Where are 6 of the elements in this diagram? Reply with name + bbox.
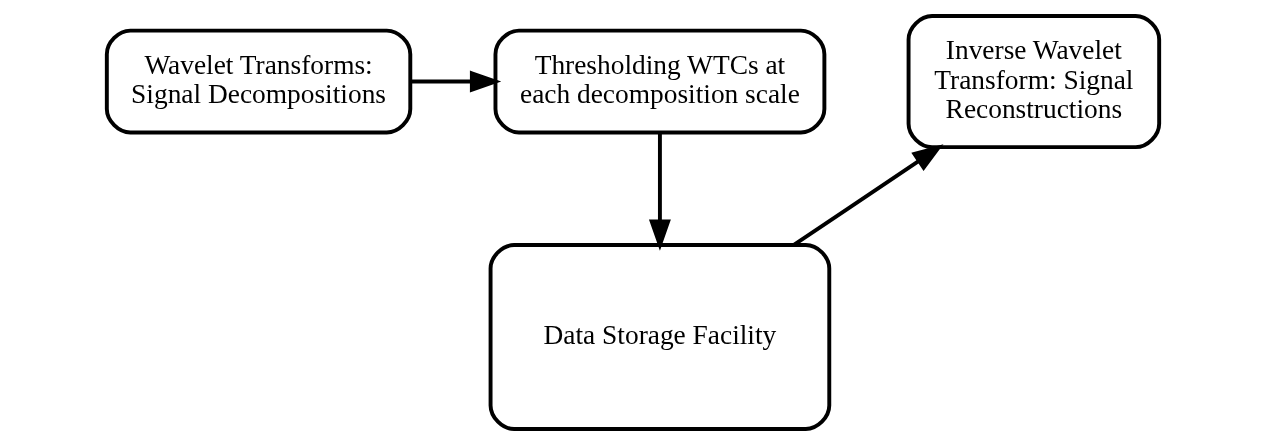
node-box: Thresholding WTCs at each decomposition scale — [493, 28, 826, 135]
node-box: Data Storage Facility — [488, 243, 831, 431]
node-box: Inverse Wavelet Transform: Signal Reconstructions — [906, 14, 1161, 150]
arrow — [410, 70, 501, 93]
arrow — [648, 132, 671, 251]
node-box: Wavelet Transforms: Signal Decompositions — [104, 28, 412, 135]
